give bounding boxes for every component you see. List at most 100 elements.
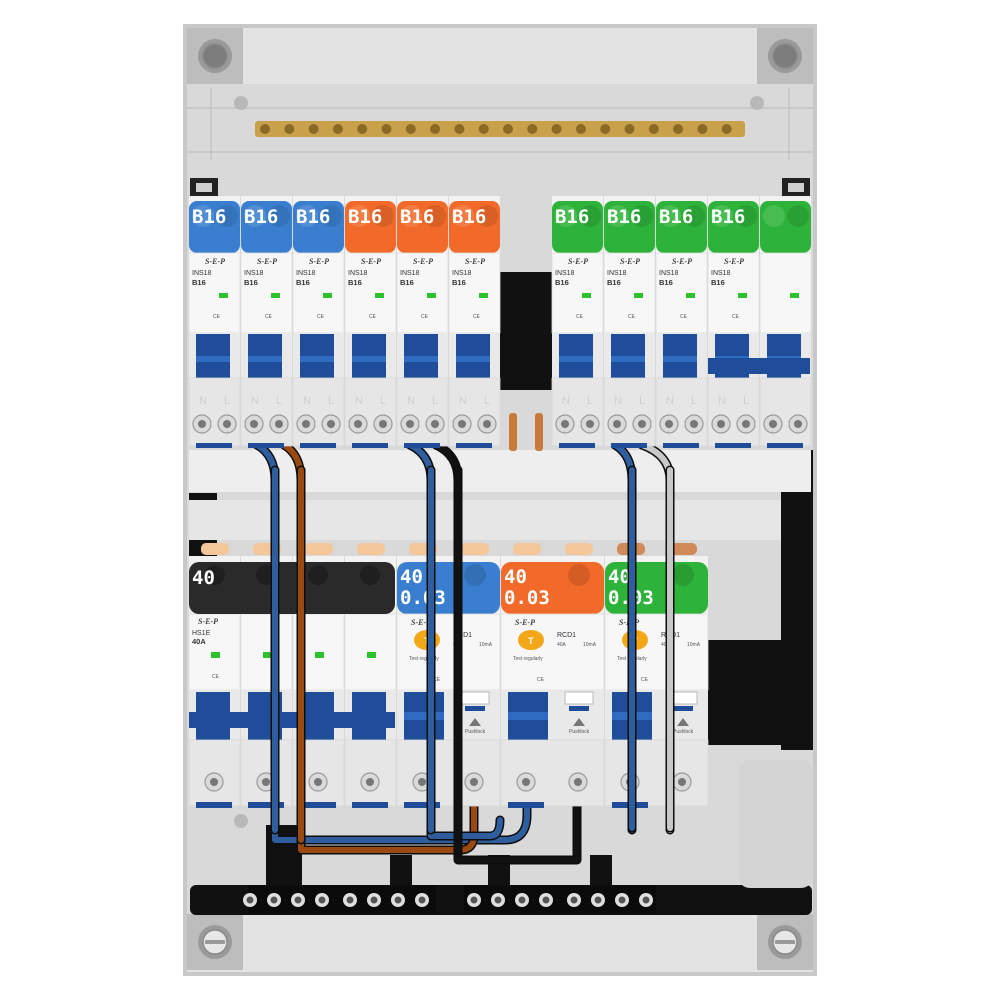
din-clip	[248, 443, 284, 448]
busbar-pin	[305, 543, 333, 555]
terminal-section	[603, 377, 656, 447]
terminal-label-n: N	[355, 395, 363, 407]
busbar-screw-icon	[357, 124, 368, 134]
terminal-screw-slot	[327, 420, 335, 428]
rcd-cap-sensitivity: 0.03	[400, 587, 446, 609]
status-led	[263, 652, 272, 658]
status-led	[315, 652, 324, 658]
terminal-screw-slot	[458, 420, 466, 428]
ce-mark: CE	[265, 314, 273, 320]
cap-shade	[579, 205, 601, 227]
mcb-model: INS18	[192, 270, 212, 277]
cap-shade	[452, 205, 474, 227]
busbar-screw-icon	[308, 124, 319, 134]
mcb-color-cap	[449, 201, 500, 253]
din-clip	[404, 802, 440, 808]
status-led	[427, 293, 436, 298]
status-led	[375, 293, 384, 298]
bottom-cover	[187, 914, 813, 972]
mcb-model: INS18	[452, 270, 472, 277]
cap-shade	[631, 205, 653, 227]
terminal-screw-slot	[561, 420, 569, 428]
terminal-label-n: N	[718, 395, 726, 407]
terminal-screw-slot	[642, 896, 650, 904]
mcb-face	[292, 252, 345, 334]
terminal-section	[759, 377, 812, 447]
terminal-screw-slot	[794, 420, 802, 428]
rcd-face	[604, 613, 709, 691]
busbar-screw-icon	[503, 124, 513, 134]
rcd-cap-rating: 40	[608, 566, 631, 588]
terminal-label-n: N	[407, 395, 415, 407]
pushlock-label: Pushlock	[673, 729, 694, 735]
brand-logo: S-E-P	[724, 257, 744, 266]
handle-grip	[559, 356, 593, 362]
earth-busbar	[255, 121, 745, 137]
brand-logo: S-E-P	[361, 257, 381, 266]
pushlock-arrow-icon	[573, 718, 585, 726]
busbar-screw-icon	[430, 124, 441, 134]
terminal-screw-slot	[542, 896, 550, 904]
terminal-label-l: L	[224, 395, 230, 407]
terminal-screw-slot	[717, 420, 725, 428]
rcd-model: RCD1	[453, 632, 472, 639]
main-switch-module[interactable]	[188, 543, 241, 808]
duct-cover	[189, 450, 811, 492]
rcd-color-cap	[397, 562, 500, 614]
cap-shade	[424, 205, 446, 227]
din-clip	[300, 443, 336, 448]
ce-mark: CE	[473, 314, 481, 320]
din-clip	[508, 802, 544, 808]
cap-shade	[400, 205, 422, 227]
din-clip	[611, 443, 647, 448]
busbar-pin	[669, 543, 697, 555]
mcb-face	[707, 252, 760, 334]
side-panel	[738, 760, 813, 888]
rcd-model: RCD1	[557, 632, 576, 639]
status-led	[738, 293, 747, 298]
ce-mark: CE	[369, 314, 377, 320]
top-cover	[187, 28, 813, 84]
terminal-screw-slot	[586, 420, 594, 428]
status-led	[634, 293, 643, 298]
terminal-screw-slot	[678, 778, 686, 786]
cap-shade	[555, 205, 577, 227]
mcb-model: INS18	[400, 270, 420, 277]
terminal-screw-slot	[246, 896, 254, 904]
test-button[interactable]	[518, 630, 544, 650]
backplane	[708, 640, 813, 745]
busbar-screw-icon	[478, 124, 489, 134]
terminal-section	[551, 377, 604, 447]
mcb-breaker[interactable]	[759, 196, 812, 448]
terminal-section	[396, 377, 449, 447]
din-clip	[767, 443, 803, 448]
terminal-label-n: N	[666, 395, 674, 407]
handle-grip	[352, 356, 386, 362]
mcb-color-cap	[604, 201, 655, 253]
busbar-screw-icon	[527, 124, 538, 134]
terminal-label-l: L	[432, 395, 438, 407]
rcd-face	[500, 613, 605, 691]
mcb-face	[240, 252, 293, 334]
terminal-label-n: N	[614, 395, 622, 407]
pushlock-indicator	[673, 706, 693, 711]
mcb-color-cap	[345, 201, 396, 253]
mounting-hole	[234, 96, 248, 110]
terminal-screw-slot	[418, 896, 426, 904]
din-clip	[300, 802, 336, 808]
mcb-color-cap	[760, 201, 811, 253]
